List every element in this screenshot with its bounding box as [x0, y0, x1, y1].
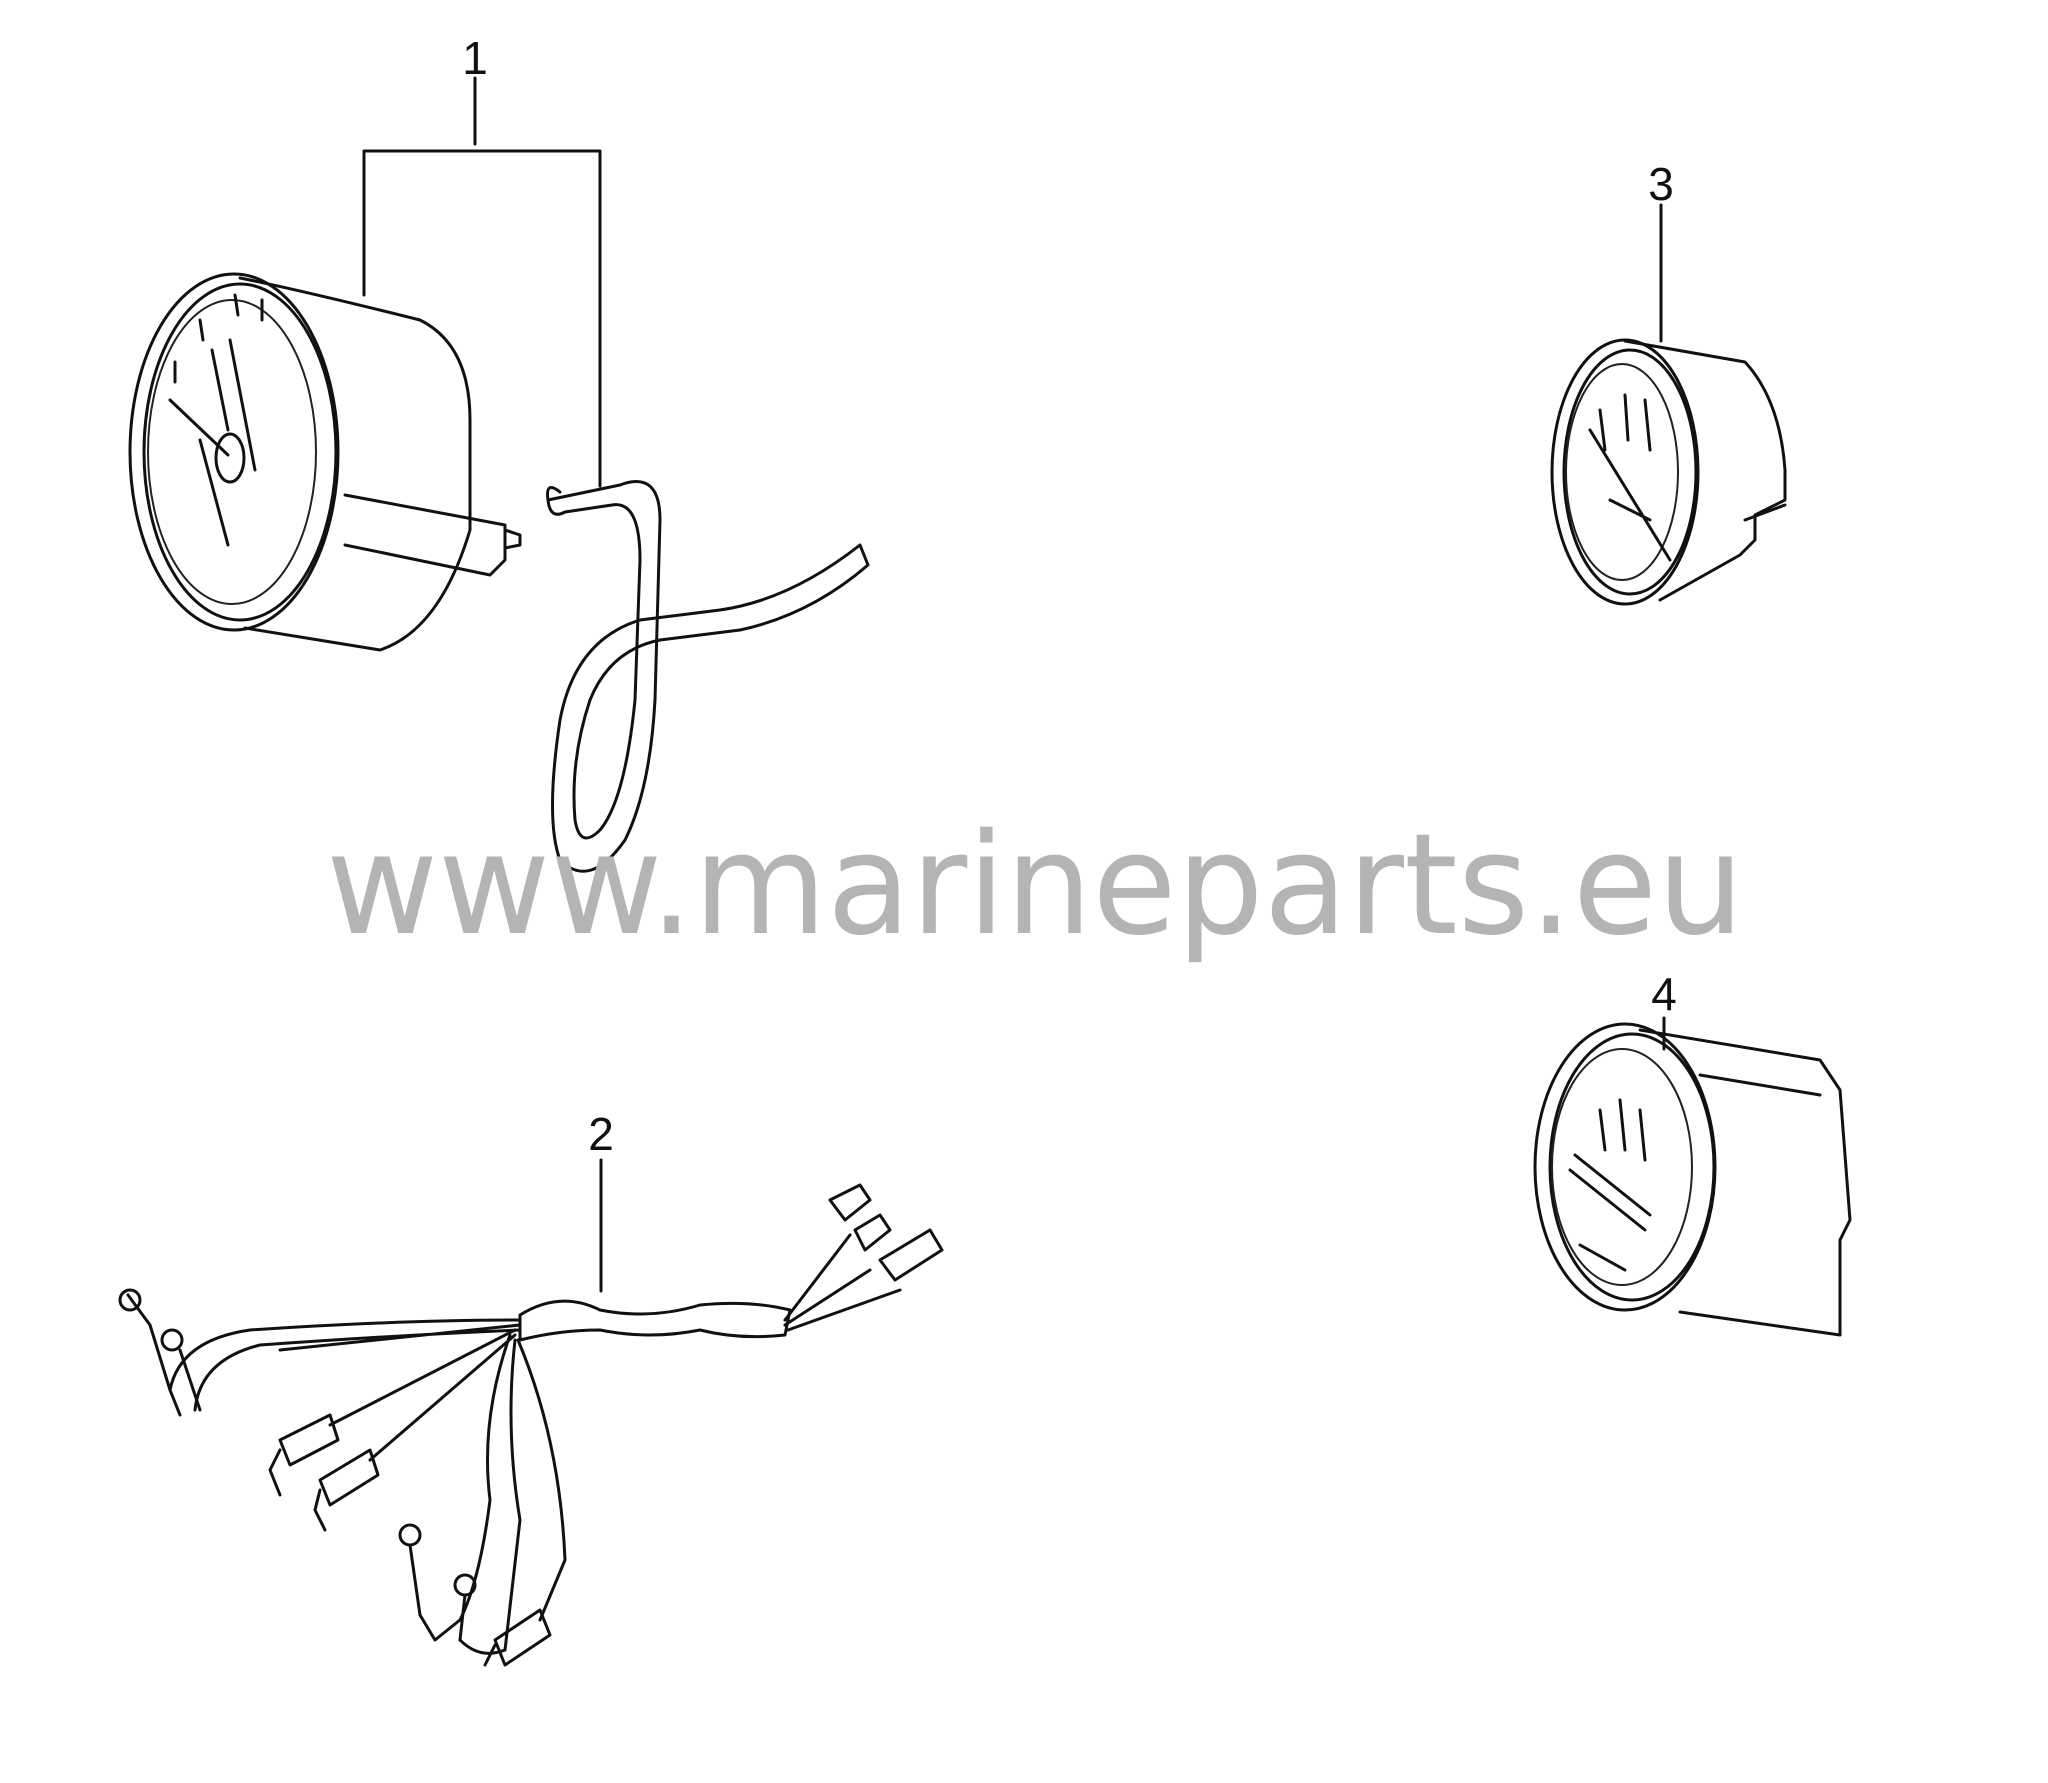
- callout-1: 1: [462, 32, 488, 84]
- part-1-gauge-with-hose: [128, 76, 870, 873]
- part-2-wiring-harness: [118, 1158, 944, 1667]
- callout-4: 4: [1651, 968, 1677, 1020]
- callout-3: 3: [1648, 158, 1674, 210]
- part-3-gauge: [1550, 203, 1787, 606]
- watermark-text: www.marineparts.eu: [326, 804, 1744, 967]
- part-4-gauge: [1533, 1016, 1852, 1337]
- callout-2: 2: [588, 1108, 614, 1160]
- part-1-bracket: [362, 76, 602, 488]
